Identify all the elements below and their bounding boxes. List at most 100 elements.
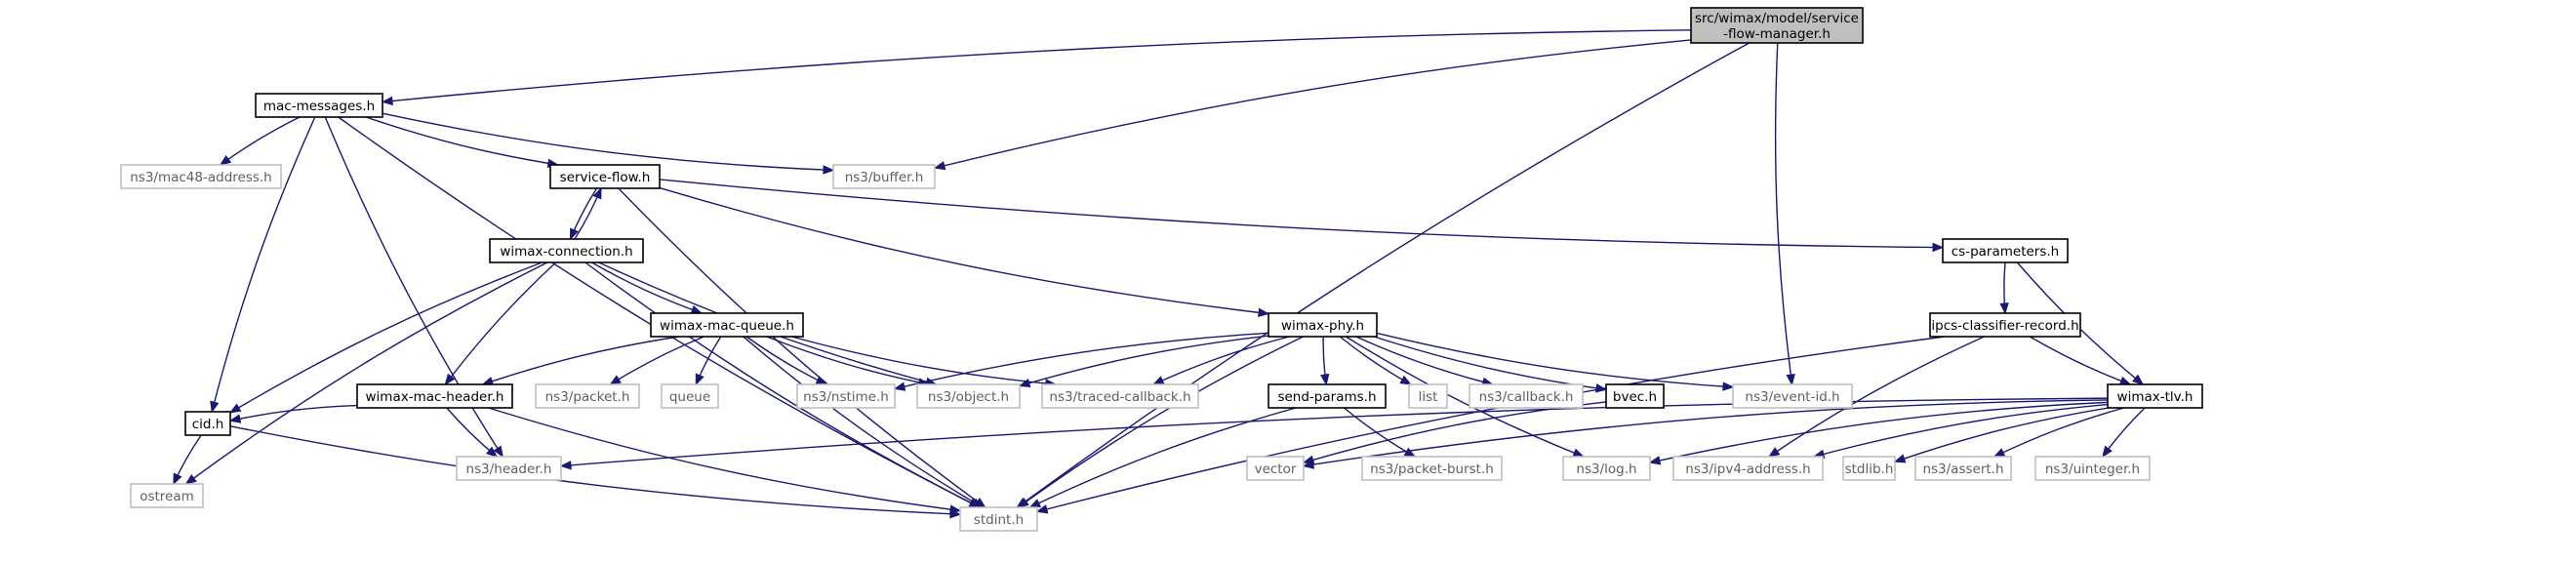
node-box: [1562, 456, 1651, 481]
node-wimax-mac-queue[interactable]: wimax-mac-queue.h: [650, 312, 804, 338]
edge-arrowhead: [933, 161, 946, 171]
node-label: wimax-mac-queue.h: [660, 318, 794, 334]
edge-line: [584, 261, 981, 508]
edge-wimax-mac-header-to-cid: [228, 404, 358, 423]
edge-cid-to-ostream: [173, 434, 202, 486]
edge-wimax-mac-queue-to-traced-callback: [791, 336, 1058, 388]
edge-wimax-connection-to-wimax-mac-queue: [591, 261, 704, 314]
edge-mac-messages-to-service-flow: [365, 116, 560, 169]
edge-layer: [173, 29, 2146, 519]
node-cs-parameters[interactable]: cs-parameters.h: [1942, 238, 2069, 263]
node-wimax-connection[interactable]: wimax-connection.h: [489, 238, 644, 263]
node-box: [1672, 456, 1824, 481]
edge-line: [229, 425, 961, 515]
node-box: [130, 483, 204, 508]
node-box: [796, 383, 896, 409]
node-service-flow[interactable]: service-flow.h: [549, 164, 661, 189]
edge-service-flow-to-wimax-phy: [659, 186, 1270, 317]
node-mac-messages[interactable]: mac-messages.h: [255, 93, 383, 118]
edge-service-flow-manager-to-event-id: [1774, 42, 1795, 386]
edge-wimax-mac-queue-to-queue: [695, 336, 722, 386]
edge-arrowhead: [570, 227, 579, 241]
node-queue: queue: [661, 383, 719, 409]
edge-arrowhead: [823, 165, 835, 175]
edge-line: [1339, 336, 1412, 385]
node-box: [959, 506, 1038, 532]
edge-line: [229, 404, 358, 422]
node-cid[interactable]: cid.h: [184, 411, 231, 436]
edge-line: [1376, 332, 1734, 388]
node-box: [1361, 456, 1503, 481]
node-list: list: [1408, 383, 1448, 409]
node-label: ns3/mac48-address.h: [130, 170, 272, 185]
edge-wimax-tlv-to-stdlib: [1893, 407, 2110, 463]
edge-wimax-phy-to-stdint: [1017, 336, 1304, 508]
node-send-params[interactable]: send-params.h: [1268, 383, 1387, 409]
node-buffer: ns3/buffer.h: [832, 164, 936, 189]
node-label: ns3/packet.h: [545, 389, 630, 405]
edge-wimax-mac-header-to-header: [446, 407, 499, 458]
edge-line: [488, 407, 961, 512]
node-label: ns3/object.h: [928, 389, 1009, 405]
node-box: [1690, 7, 1864, 44]
edge-line: [1036, 336, 1945, 513]
node-mac48-address: ns3/mac48-address.h: [120, 164, 282, 189]
edge-arrowhead: [381, 96, 393, 106]
edge-line: [791, 336, 1056, 385]
edge-wimax-tlv-to-vector: [1302, 399, 2109, 469]
node-packet: ns3/packet.h: [535, 383, 640, 409]
edge-line: [211, 116, 316, 413]
node-box: [1246, 456, 1305, 481]
edge-line: [1649, 401, 2109, 463]
node-service-flow-manager[interactable]: src/wimax/model/service-flow-manager.h: [1690, 7, 1864, 44]
node-assert: ns3/assert.h: [1914, 456, 2012, 481]
node-label: ns3/ipv4-address.h: [1685, 462, 1810, 477]
edge-service-flow-to-stdint: [618, 187, 986, 508]
node-ipv4-address: ns3/ipv4-address.h: [1672, 456, 1824, 481]
node-label: mac-messages.h: [263, 99, 375, 114]
edge-wimax-mac-queue-to-stdint: [743, 336, 984, 508]
edge-line: [324, 116, 503, 458]
node-packet-burst: ns3/packet-burst.h: [1361, 456, 1503, 481]
edge-mac-messages-to-header: [324, 116, 503, 459]
node-label: ns3/nstime.h: [803, 389, 889, 405]
edge-arrowhead: [1320, 373, 1330, 386]
edge-arrowhead: [1399, 375, 1412, 385]
edge-arrowhead: [1035, 504, 1049, 514]
edge-wimax-phy-to-nstime: [893, 332, 1269, 391]
node-box: [535, 383, 640, 409]
edge-line: [1016, 42, 1750, 508]
edge-line: [1894, 407, 2110, 462]
edge-mac-messages-to-cid: [210, 116, 316, 414]
node-wimax-tlv[interactable]: wimax-tlv.h: [2107, 383, 2203, 409]
edge-arrowhead: [1018, 378, 1031, 388]
node-log: ns3/log.h: [1562, 456, 1651, 481]
edge-line: [382, 29, 1692, 103]
edge-arrowhead: [815, 376, 828, 385]
edge-line: [618, 187, 986, 508]
node-bvec[interactable]: bvec.h: [1605, 383, 1665, 409]
node-label: stdint.h: [974, 512, 1024, 528]
edge-wimax-mac-queue-to-object: [766, 336, 931, 387]
node-label: ostream: [140, 489, 194, 504]
node-wimax-mac-header[interactable]: wimax-mac-header.h: [356, 383, 513, 409]
edge-ipcs-classifier-record-to-stdint: [1035, 336, 1945, 514]
edge-arrowhead: [1893, 454, 1907, 463]
node-label: ns3/assert.h: [1922, 462, 2003, 477]
node-wimax-phy[interactable]: wimax-phy.h: [1268, 312, 1378, 338]
node-label: wimax-mac-header.h: [366, 389, 504, 405]
edge-arrowhead: [1302, 460, 1315, 469]
edge-line: [894, 332, 1269, 390]
node-vector: vector: [1246, 456, 1305, 481]
edge-line: [1345, 336, 1585, 458]
node-layer: src/wimax/model/service-flow-manager.h ma…: [120, 7, 2203, 532]
node-ipcs-classifier-record[interactable]: ipcs-classifier-record.h: [1929, 312, 2081, 338]
node-uinteger: ns3/uinteger.h: [2034, 456, 2151, 481]
edge-wimax-phy-to-list: [1339, 336, 1412, 385]
node-label: ns3/uinteger.h: [2045, 462, 2140, 477]
edge-line: [2029, 336, 2131, 385]
node-box: [661, 383, 719, 409]
node-box: [1268, 312, 1378, 338]
edge-arrowhead: [228, 403, 242, 414]
